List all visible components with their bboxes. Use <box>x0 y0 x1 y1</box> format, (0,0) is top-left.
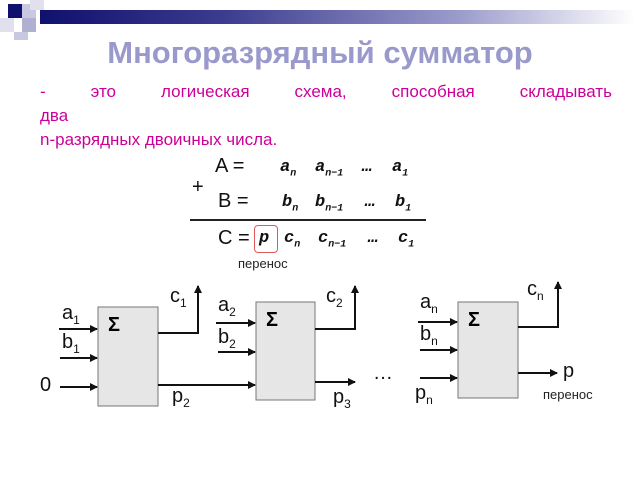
c-n: cn <box>284 229 301 251</box>
label-p2: p2 <box>172 385 190 410</box>
label-c2: c2 <box>326 285 343 310</box>
word: способная <box>391 82 475 101</box>
sigma-icon: Σ <box>468 309 481 331</box>
word: схема, <box>294 82 347 101</box>
definition-line-2: два <box>40 106 69 125</box>
adder-block-2 <box>255 301 316 401</box>
sigma-icon: Σ <box>108 314 121 336</box>
adder-block-n <box>457 301 519 399</box>
word: - <box>40 82 46 101</box>
label-cn: cn <box>527 278 544 303</box>
c-dots: … <box>368 229 379 248</box>
cn-output-arrow <box>518 281 562 328</box>
label-bn: bn <box>420 323 438 348</box>
definition-line-1: - это логическая схема, способная склады… <box>40 80 612 104</box>
carry-p: p <box>259 229 270 248</box>
b-n-1: bn−1 <box>315 193 344 215</box>
label-an: an <box>420 291 438 316</box>
carry-highlight-box <box>254 225 278 253</box>
c-label: C = <box>218 227 250 249</box>
a-n: an <box>280 158 297 180</box>
carry-caption: перенос <box>238 256 288 271</box>
b-label: B = <box>218 190 249 212</box>
c2-output-arrow <box>315 285 359 330</box>
a-1: a1 <box>392 158 409 180</box>
b-1: b1 <box>395 193 412 215</box>
b-n: bn <box>282 193 299 215</box>
label-a2: a2 <box>218 294 236 319</box>
a-dots: … <box>362 158 373 177</box>
b-dots: … <box>365 193 376 212</box>
label-p-out: p <box>563 360 575 382</box>
label-zero: 0 <box>40 374 52 396</box>
c1-output-arrow <box>158 285 202 334</box>
sum-line <box>190 219 426 221</box>
chain-ellipsis: … <box>373 362 393 384</box>
adder-block-1 <box>97 306 159 407</box>
definition-line-3: n-разрядных двоичных числа. <box>40 130 278 149</box>
label-a1: a1 <box>62 302 80 327</box>
title-line-1: Многоразрядный <box>107 35 375 70</box>
word: логическая <box>161 82 250 101</box>
label-pn: pn <box>415 382 433 407</box>
plus-sign: + <box>192 176 204 198</box>
a-label: A = <box>215 155 245 177</box>
header-gradient-bar <box>40 10 635 24</box>
a-n-1: an−1 <box>315 158 344 180</box>
label-p3: p3 <box>333 386 351 411</box>
carry-out-caption: перенос <box>543 387 593 402</box>
label-b2: b2 <box>218 326 236 351</box>
c-1: c1 <box>398 229 415 251</box>
label-c1: c1 <box>170 285 187 310</box>
label-b1: b1 <box>62 331 80 356</box>
definition-text: - это логическая схема, способная склады… <box>40 80 612 152</box>
word: складывать <box>519 82 612 101</box>
title-line-2: сумматор <box>383 35 533 70</box>
c-n-1: cn−1 <box>318 229 347 251</box>
slide-title: Многоразрядный сумматор <box>0 31 640 74</box>
sigma-icon: Σ <box>266 309 279 331</box>
word: это <box>90 82 117 101</box>
